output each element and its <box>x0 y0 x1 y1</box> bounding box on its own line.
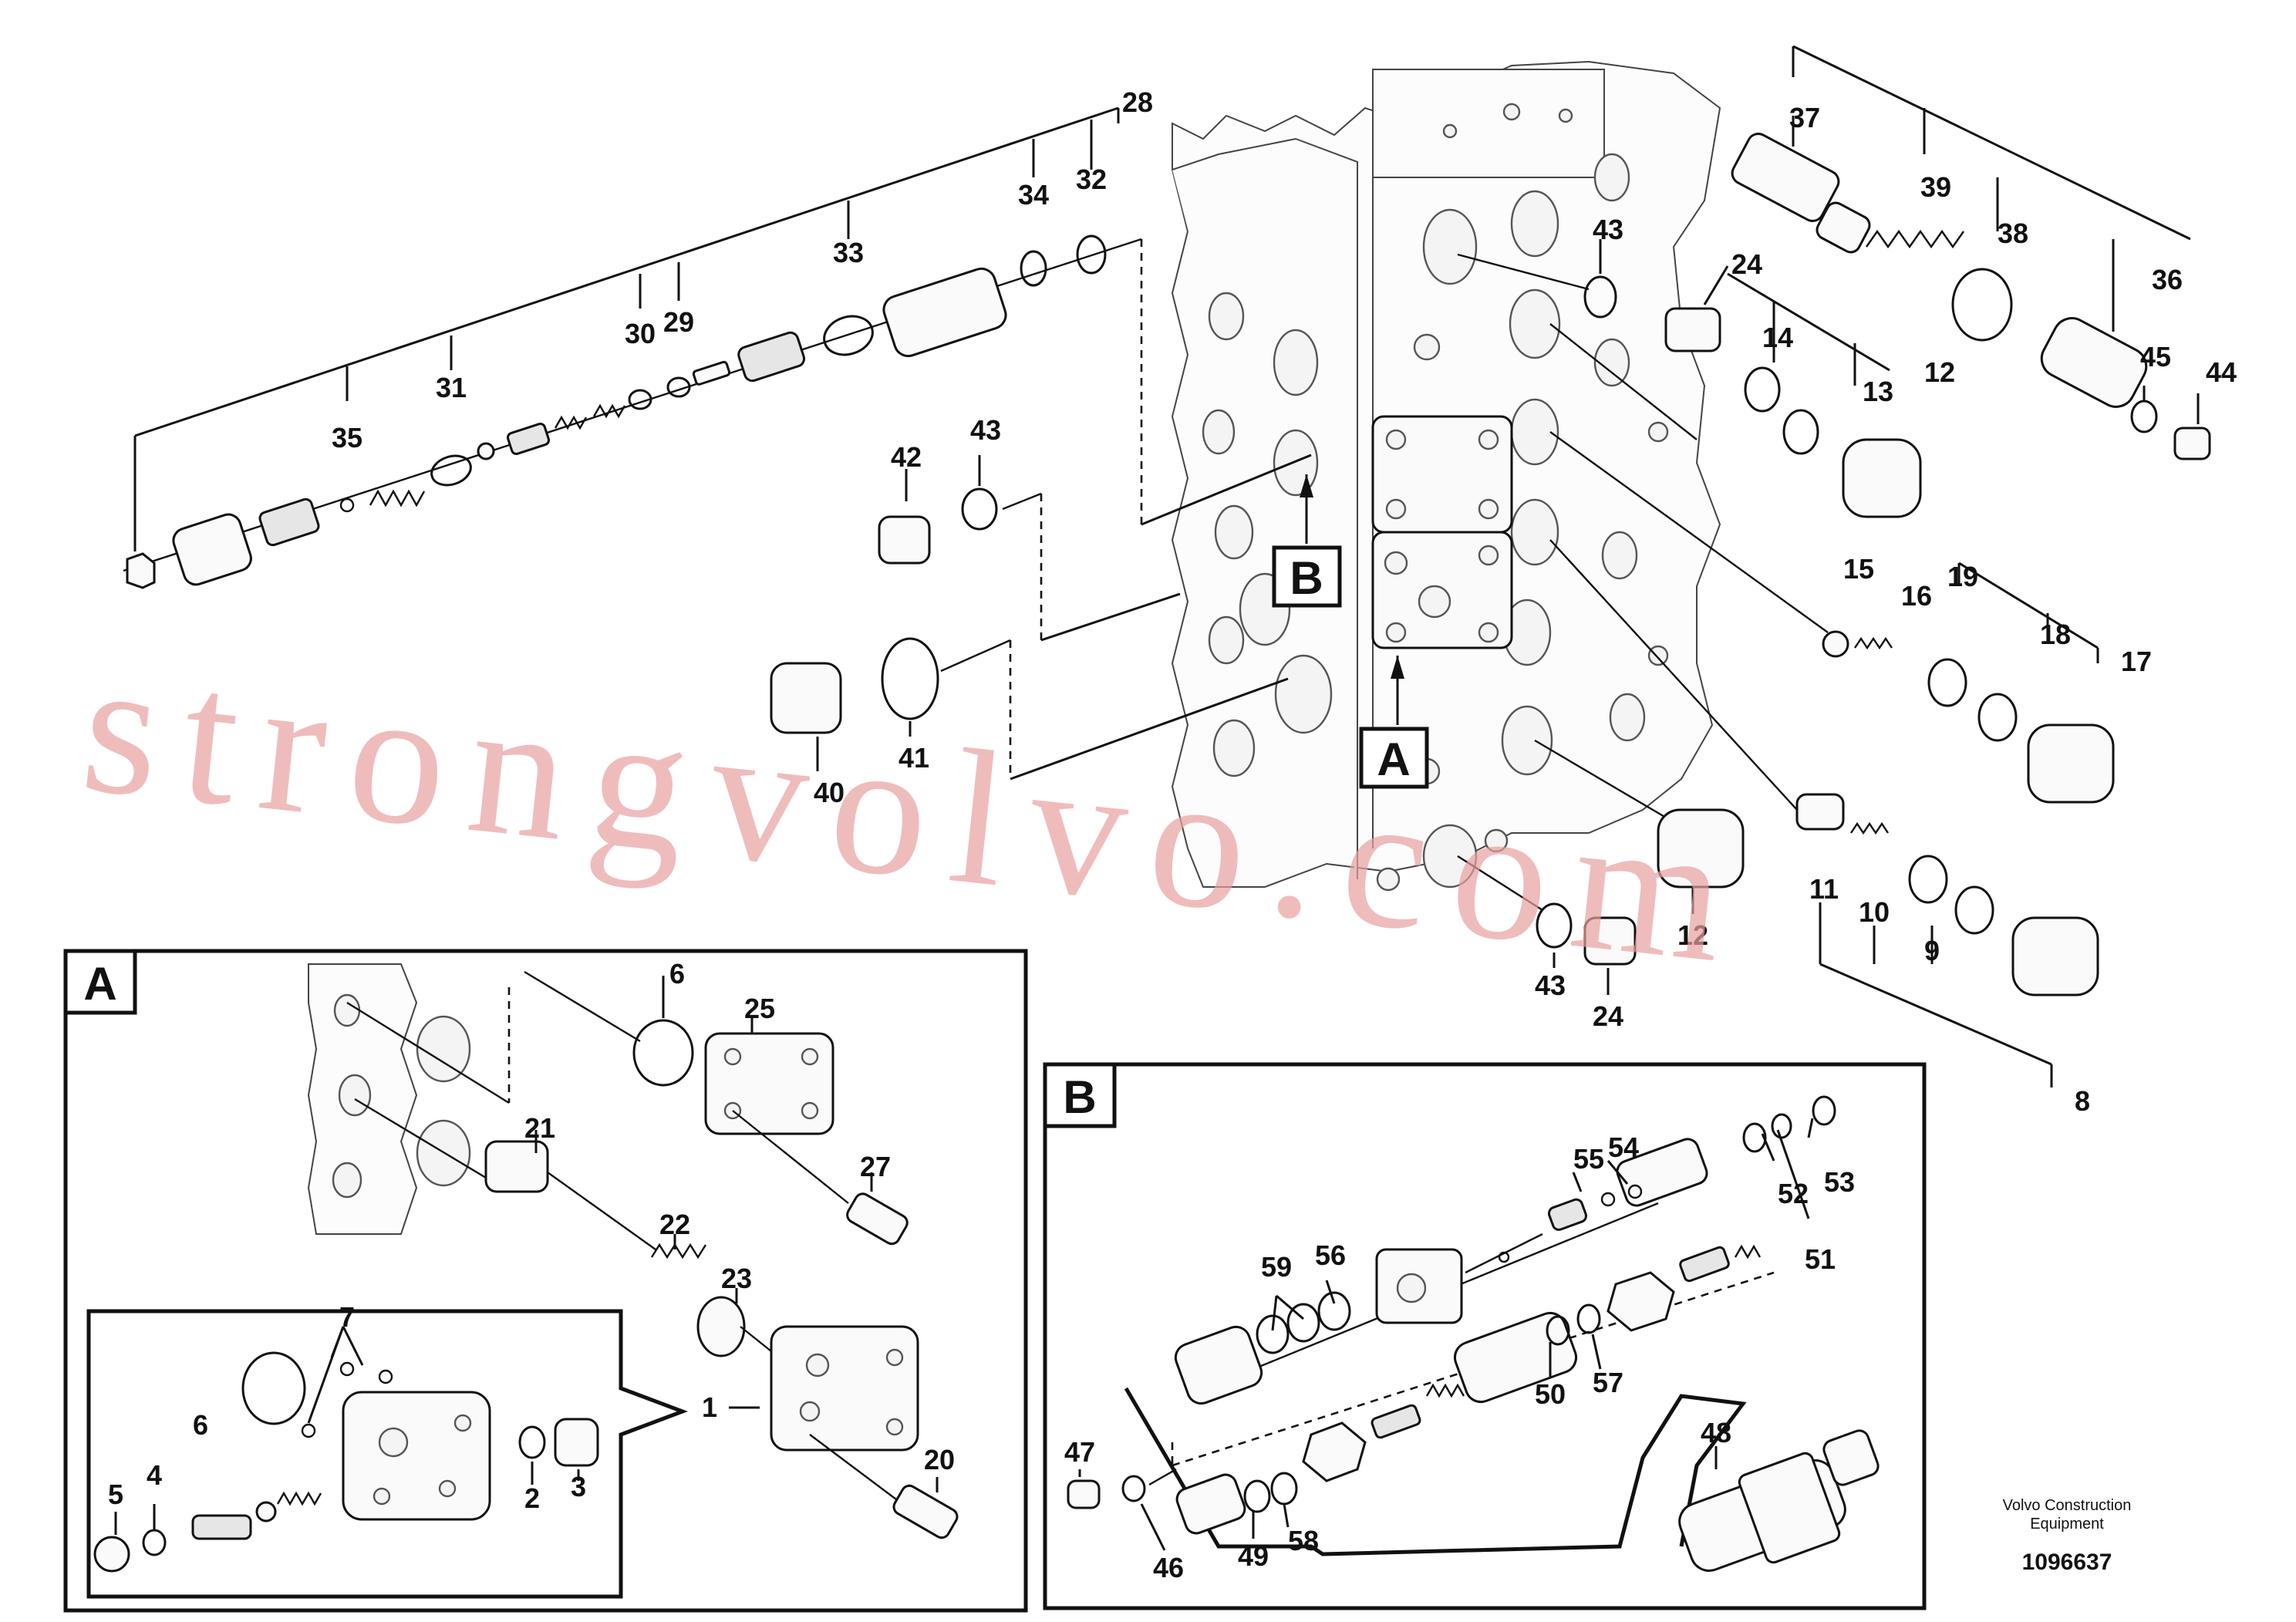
callout-b50: 50 <box>1535 1378 1566 1410</box>
callout-a5: 5 <box>108 1479 123 1510</box>
tag-a-main: A <box>1359 656 1429 789</box>
callout-a22: 22 <box>659 1209 690 1240</box>
callout-labels: 28 34 32 33 30 29 31 35 42 43 40 41 37 3… <box>108 86 2237 1583</box>
callout-12b: 12 <box>1677 919 1708 951</box>
valve-body <box>1171 60 1721 892</box>
publisher-line-1: Volvo Construction <box>2003 1497 2132 1514</box>
callout-33: 33 <box>833 237 864 268</box>
callout-8: 8 <box>2075 1085 2090 1117</box>
callout-35: 35 <box>332 422 362 454</box>
cover-block-lower <box>1371 531 1513 649</box>
callout-41: 41 <box>899 742 929 774</box>
callout-a6a: 6 <box>669 958 685 990</box>
callout-13: 13 <box>1863 376 1893 407</box>
callout-a1: 1 <box>702 1391 717 1423</box>
callout-43a: 43 <box>970 414 1001 446</box>
callout-24b: 24 <box>1593 1000 1623 1032</box>
detail-a-inset <box>86 1309 689 1599</box>
callout-b57: 57 <box>1593 1367 1623 1398</box>
callout-11: 11 <box>1809 873 1839 905</box>
callout-b58: 58 <box>1288 1525 1319 1556</box>
callout-31: 31 <box>436 372 467 403</box>
callout-b55: 55 <box>1573 1143 1604 1175</box>
callout-b49: 49 <box>1238 1540 1269 1572</box>
detail-b-panel: B <box>1043 1062 1927 1610</box>
callout-30: 30 <box>625 318 656 349</box>
publisher-line-2: Equipment <box>2030 1516 2104 1533</box>
drawing-number: 1096637 <box>2022 1549 2112 1575</box>
callout-a21: 21 <box>524 1112 555 1144</box>
callout-a2: 2 <box>524 1482 540 1514</box>
callout-44: 44 <box>2206 356 2237 388</box>
svg-text:A: A <box>1377 733 1410 785</box>
callout-34: 34 <box>1018 179 1049 211</box>
callout-14: 14 <box>1762 322 1793 353</box>
callout-b47: 47 <box>1064 1436 1095 1468</box>
callout-40: 40 <box>814 777 845 808</box>
callout-a7: 7 <box>339 1301 355 1333</box>
callout-45: 45 <box>2140 341 2171 373</box>
title-block: Volvo Construction Equipment 1096637 <box>2003 1497 2132 1575</box>
svg-text:B: B <box>1063 1071 1096 1123</box>
callout-b52: 52 <box>1778 1178 1809 1209</box>
callout-32: 32 <box>1076 164 1107 195</box>
callout-43b: 43 <box>1593 214 1623 245</box>
callout-b53: 53 <box>1824 1166 1855 1198</box>
tag-b-main: B <box>1272 474 1342 608</box>
callout-b48: 48 <box>1701 1417 1731 1448</box>
plug-group-left <box>770 455 1289 781</box>
callout-b54: 54 <box>1608 1131 1639 1163</box>
callout-b59: 59 <box>1261 1251 1292 1283</box>
callout-42: 42 <box>891 441 922 473</box>
callout-a4: 4 <box>147 1459 162 1491</box>
callout-43c: 43 <box>1535 969 1566 1001</box>
right-valve-group <box>1457 45 2211 518</box>
callout-a20: 20 <box>924 1444 955 1475</box>
callout-a27: 27 <box>860 1151 891 1182</box>
svg-text:B: B <box>1290 552 1323 604</box>
callout-28: 28 <box>1122 86 1153 118</box>
callout-18: 18 <box>2040 619 2071 650</box>
callout-36: 36 <box>2152 264 2183 295</box>
callout-a6b: 6 <box>193 1409 208 1441</box>
callout-9: 9 <box>1924 935 1940 966</box>
callout-24a: 24 <box>1731 248 1762 280</box>
callout-17: 17 <box>2121 646 2152 677</box>
callout-10: 10 <box>1859 896 1890 928</box>
callout-a3: 3 <box>571 1471 586 1502</box>
lower-right-group <box>1457 431 2115 1088</box>
callout-29: 29 <box>663 306 694 338</box>
callout-15: 15 <box>1843 553 1874 585</box>
callout-b46: 46 <box>1153 1552 1184 1583</box>
callout-b56: 56 <box>1315 1239 1346 1271</box>
callout-16: 16 <box>1901 580 1932 612</box>
cover-block-upper <box>1371 415 1513 534</box>
relief-valve-assembly <box>123 106 1312 589</box>
detail-a-panel: A <box>63 949 1028 1613</box>
svg-text:A: A <box>83 958 116 1010</box>
callout-19: 19 <box>1947 561 1978 592</box>
callout-b51: 51 <box>1805 1243 1836 1275</box>
callout-37: 37 <box>1789 102 1820 133</box>
callout-a25: 25 <box>744 993 775 1024</box>
callout-39: 39 <box>1920 171 1951 203</box>
callout-38: 38 <box>1998 218 2028 249</box>
callout-a23: 23 <box>721 1263 752 1294</box>
callout-12a: 12 <box>1924 356 1955 388</box>
